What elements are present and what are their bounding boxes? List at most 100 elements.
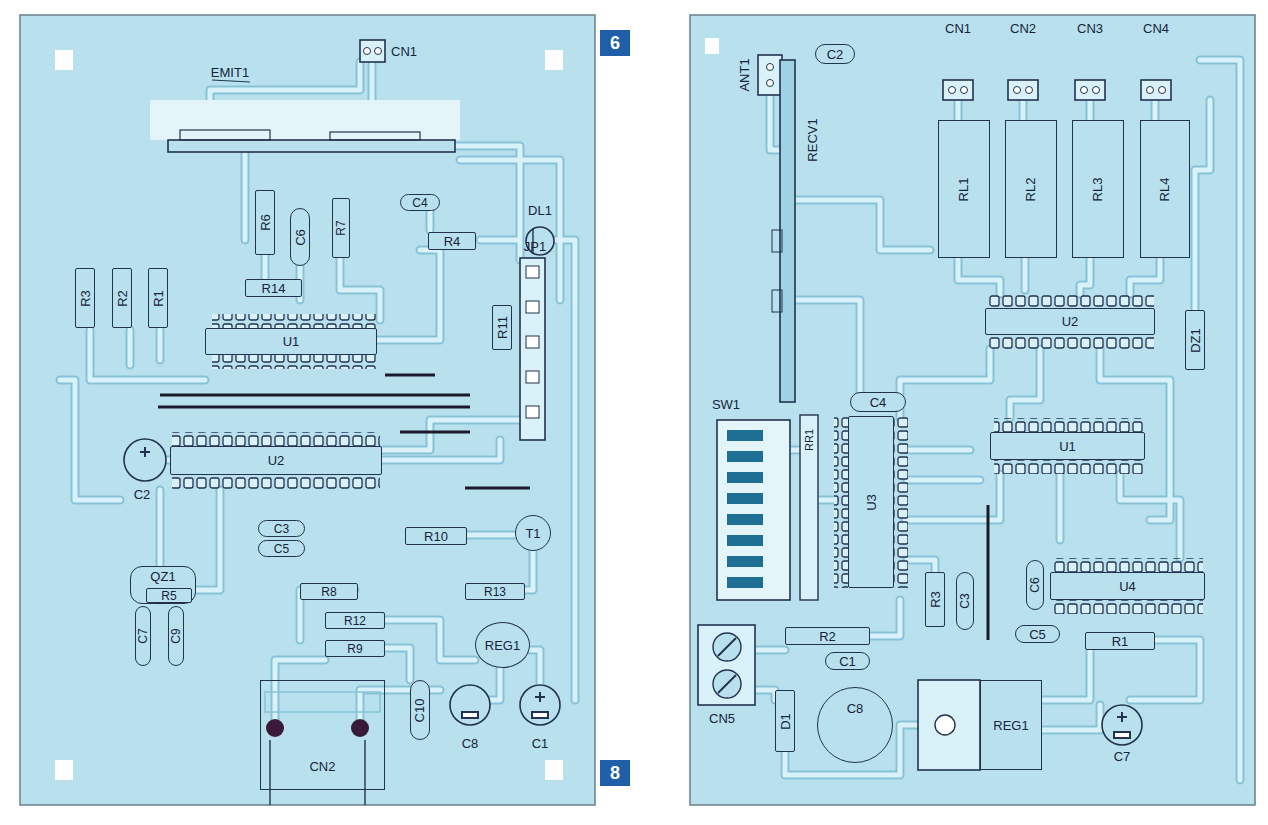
figure-badge — [600, 30, 630, 56]
part-label: R1 — [1112, 635, 1129, 648]
part-label: C5 — [274, 543, 289, 555]
power-jack — [265, 692, 380, 805]
part-label: C7 — [1114, 750, 1131, 763]
part-label: RECV1 — [806, 118, 819, 161]
part-label: JP1 — [524, 240, 546, 253]
part-label: C8 — [462, 737, 479, 750]
part-label: CN3 — [1077, 22, 1103, 35]
capacitor-symbol: C7 — [135, 606, 151, 666]
part-label: CN2 — [309, 760, 335, 773]
capacitor-symbol: C4 — [400, 194, 440, 211]
resistor-symbol: R3 — [75, 268, 95, 328]
component-body: RL2 — [1005, 120, 1057, 258]
resistor-symbol: R8 — [300, 583, 358, 600]
copper-trace — [60, 60, 1240, 780]
part-label: U2 — [1062, 315, 1079, 328]
part-label: C2 — [134, 488, 151, 501]
part-label: C6 — [1029, 577, 1041, 592]
capacitor-symbol: C3 — [258, 520, 305, 537]
screw-terminal — [698, 625, 755, 705]
part-label: C8 — [847, 702, 864, 715]
ic-package: U2 — [170, 446, 382, 475]
part-label: CN5 — [709, 712, 735, 725]
resistor-symbol: D1 — [775, 690, 795, 752]
part-label: R11 — [496, 316, 509, 339]
resistor-symbol: R5 — [146, 588, 192, 603]
resistor-symbol: R10 — [405, 527, 467, 545]
component-body: REG1 — [980, 680, 1042, 770]
resistor-symbol: R2 — [785, 627, 870, 645]
pin-header — [520, 258, 545, 440]
regulator-tab — [918, 680, 980, 770]
resistor-symbol: R11 — [492, 305, 512, 350]
part-label: REG1 — [485, 639, 520, 652]
resistor-symbol: R13 — [465, 583, 525, 600]
ic-package: U4 — [1050, 572, 1205, 600]
part-label: C10 — [414, 698, 427, 722]
capacitor-symbol: C10 — [410, 680, 430, 740]
part-label: C4 — [412, 197, 427, 209]
receiver-module — [772, 60, 795, 402]
copper-trace — [60, 60, 1240, 780]
part-label: RL1 — [957, 177, 970, 201]
board-panel — [690, 15, 1255, 805]
part-label: U1 — [283, 335, 300, 348]
component-body: RL1 — [938, 120, 990, 258]
part-label: C2 — [827, 48, 844, 61]
part-label: R3 — [79, 290, 92, 307]
jack-outline: CN2 — [260, 680, 385, 790]
part-label: QZ1 — [150, 570, 175, 583]
part-label: CN1 — [945, 22, 971, 35]
part-label: C6 — [294, 229, 307, 246]
capacitor-symbol: C1 — [825, 652, 870, 670]
capacitor-symbol: C2 — [815, 44, 855, 64]
resistor-symbol: R9 — [325, 640, 385, 657]
connector-pin — [767, 64, 1166, 94]
part-label: C5 — [1029, 628, 1046, 641]
resistor-symbol: R2 — [112, 268, 132, 328]
round-component: REG1 — [475, 622, 530, 668]
jumper-wire — [158, 375, 988, 640]
part-label: CN2 — [1010, 22, 1036, 35]
part-label: R12 — [344, 615, 366, 627]
resistor-symbol: R14 — [245, 279, 302, 297]
resistor-symbol: R1 — [148, 268, 168, 328]
part-label: ANT1 — [738, 58, 751, 91]
part-label: RL3 — [1091, 177, 1104, 201]
part-label: R2 — [819, 630, 836, 643]
resistor-symbol: DZ1 — [1185, 310, 1205, 370]
part-label: U2 — [268, 454, 285, 467]
part-label: R3 — [929, 591, 942, 608]
part-label: R6 — [259, 214, 272, 231]
part-label: R5 — [161, 590, 176, 602]
capacitor-symbol: C6 — [290, 208, 310, 266]
resistor-symbol: R1 — [1085, 632, 1155, 650]
part-label: RL2 — [1024, 177, 1037, 201]
mounting-pad — [55, 38, 719, 780]
capacitor-symbol: C6 — [1026, 560, 1044, 610]
figure-badge — [600, 760, 630, 786]
component-body: RL3 — [1072, 120, 1124, 258]
part-label: R10 — [424, 530, 448, 543]
figure-number: 8 — [610, 764, 620, 782]
part-label: C4 — [870, 396, 887, 409]
emitter-module — [150, 100, 460, 152]
resistor-symbol: R6 — [255, 190, 275, 255]
capacitor-symbol: C4 — [850, 392, 906, 412]
part-label: R7 — [335, 220, 347, 235]
part-label: U4 — [1119, 580, 1136, 593]
part-label: U3 — [865, 494, 878, 511]
part-label: REG1 — [993, 719, 1028, 732]
part-label: DL1 — [528, 204, 552, 217]
part-label: R14 — [262, 282, 286, 295]
part-label: SW1 — [712, 398, 740, 411]
ic-package: U2 — [985, 308, 1155, 335]
ic-package: U3 — [848, 416, 894, 588]
resistor-symbol: R7 — [332, 198, 350, 258]
part-label: DZ1 — [1189, 328, 1202, 353]
component-body: RL4 — [1140, 120, 1190, 258]
resistor-symbol: R12 — [325, 612, 385, 629]
part-label: D1 — [779, 713, 792, 730]
part-label: RL4 — [1158, 177, 1171, 201]
